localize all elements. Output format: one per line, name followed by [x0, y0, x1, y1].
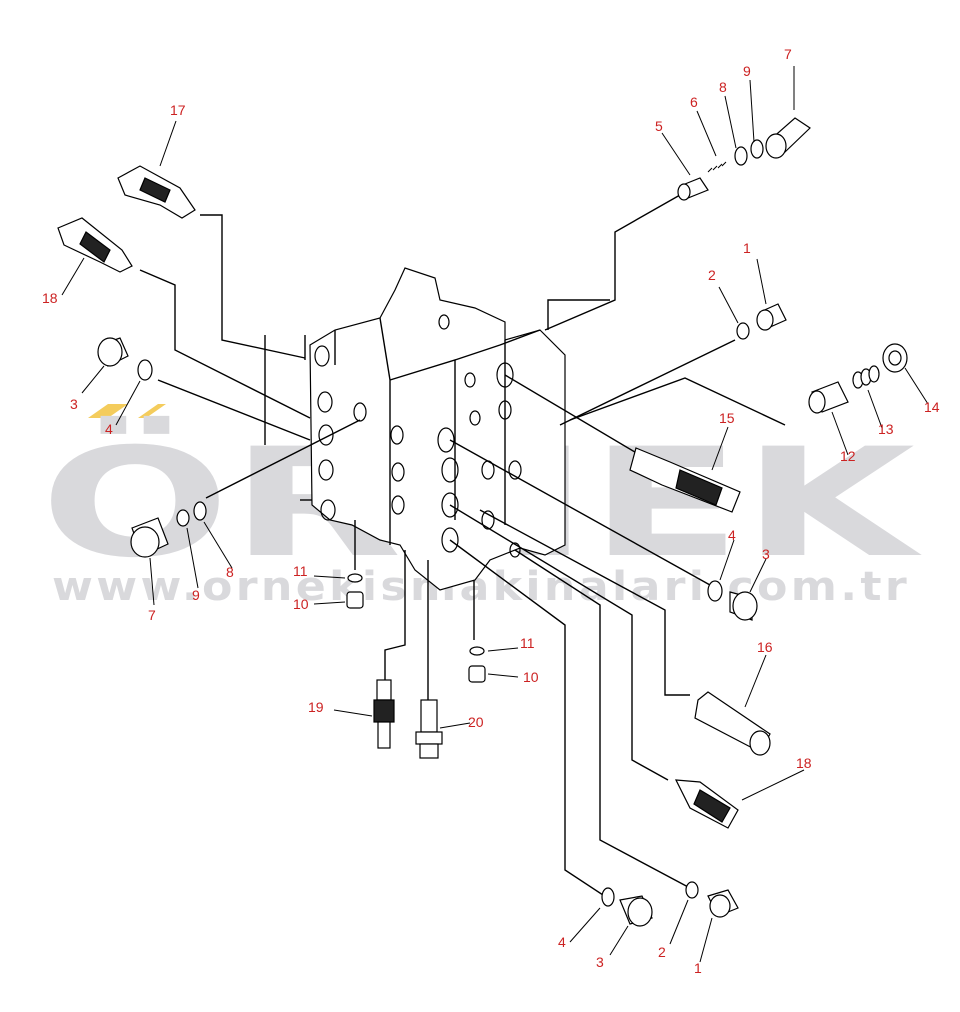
part-18-valve-right — [674, 779, 739, 829]
part-4-oring-left — [137, 359, 153, 381]
part-7-plug-left — [130, 517, 169, 558]
part-3-plug-right — [729, 591, 758, 621]
callout-8-top: 8 — [719, 79, 727, 95]
part-9-ring-left — [176, 509, 190, 527]
part-3-plug-left — [97, 337, 129, 367]
callout-3-right: 3 — [762, 546, 770, 562]
callout-18-right: 18 — [796, 755, 812, 771]
callout-7-left: 7 — [148, 607, 156, 623]
part-5-plug — [677, 177, 709, 201]
callout-14: 14 — [924, 399, 940, 415]
part-4-oring-right — [707, 580, 723, 602]
part-11-oring-left — [347, 573, 363, 583]
callout-18-left: 18 — [42, 290, 58, 306]
part-18-valve-left — [57, 217, 133, 273]
part-1-plug-upper — [756, 303, 787, 331]
callout-4-left: 4 — [105, 421, 113, 437]
callout-4-bottom: 4 — [558, 934, 566, 950]
callout-6-top: 6 — [690, 94, 698, 110]
valve-body — [309, 267, 566, 591]
callout-3-bottom: 3 — [596, 954, 604, 970]
callout-17: 17 — [170, 102, 186, 118]
part-14-plug — [882, 343, 908, 373]
part-4-oring-bottom — [601, 887, 615, 907]
part-17-valve — [117, 165, 196, 219]
callout-leaders — [61, 66, 929, 963]
callout-11-left: 11 — [293, 563, 308, 579]
callout-9-top: 9 — [743, 63, 751, 79]
part-11-oring-mid — [469, 646, 485, 656]
callout-2-bottom: 2 — [658, 944, 666, 960]
parts — [57, 117, 908, 927]
callout-9-left: 9 — [192, 587, 200, 603]
callout-11-mid: 11 — [520, 635, 535, 651]
callout-16: 16 — [757, 639, 773, 655]
watermark-accent-left — [88, 404, 128, 418]
callout-1-bottom: 1 — [694, 960, 702, 976]
callout-2-right: 2 — [708, 267, 716, 283]
part-20-fitting — [415, 699, 443, 759]
callout-7-top: 7 — [784, 46, 792, 62]
callout-4-right: 4 — [728, 527, 736, 543]
callout-numbers: 7 9 8 6 5 17 18 1 2 14 13 12 3 4 15 7 9 … — [42, 46, 940, 976]
part-9-ring — [750, 139, 764, 159]
callout-10-left: 10 — [293, 596, 309, 612]
part-19-fitting — [373, 679, 395, 749]
callout-20: 20 — [468, 714, 484, 730]
part-16-valve — [694, 691, 771, 756]
part-15-relief-valve — [629, 447, 741, 513]
callout-12: 12 — [840, 448, 856, 464]
callout-1-right: 1 — [743, 240, 751, 256]
part-6-spring — [707, 161, 727, 173]
watermark-accent-right — [138, 404, 166, 418]
part-8-oring-left — [193, 501, 207, 521]
part-7-plug-top — [765, 117, 811, 159]
callout-19: 19 — [308, 699, 324, 715]
part-2-oring-bottom — [685, 881, 699, 899]
part-2-oring-upper — [736, 322, 750, 340]
part-8-oring — [734, 146, 748, 166]
part-12-spool — [808, 381, 849, 414]
part-10-plug-left — [346, 591, 364, 609]
part-13-spring — [852, 365, 880, 389]
part-3-plug-bottom — [619, 895, 653, 927]
callout-15: 15 — [719, 410, 735, 426]
assembly-lines — [139, 194, 786, 896]
callout-13: 13 — [878, 421, 894, 437]
callout-5-top: 5 — [655, 118, 663, 134]
callout-8-left: 8 — [226, 564, 234, 580]
part-1-plug-bottom — [707, 889, 739, 918]
callout-3-left: 3 — [70, 396, 78, 412]
part-10-plug-mid — [468, 665, 486, 683]
callout-10-mid: 10 — [523, 669, 539, 685]
